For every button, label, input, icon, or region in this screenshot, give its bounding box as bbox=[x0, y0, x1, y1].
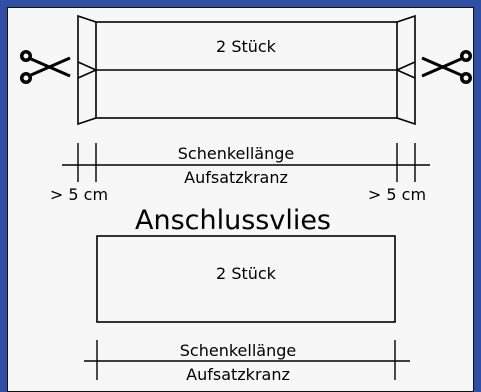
top-dimension-line2: Aufsatzkranz bbox=[184, 168, 288, 187]
bottom-dimension-line bbox=[84, 340, 410, 380]
right-extra-length-label: > 5 cm bbox=[368, 185, 426, 204]
bottom-piece-count-label: 2 Stück bbox=[216, 264, 277, 283]
top-strip bbox=[77, 14, 416, 126]
top-dimension-line1: Schenkellänge bbox=[178, 144, 294, 163]
diagram-panel bbox=[7, 7, 474, 392]
bottom-dimension-line1: Schenkellänge bbox=[180, 341, 296, 360]
scissors-icon bbox=[421, 50, 472, 84]
left-extra-length-label: > 5 cm bbox=[50, 185, 108, 204]
bottom-piece-body bbox=[96, 235, 396, 323]
bottom-dimension-line2: Aufsatzkranz bbox=[186, 365, 290, 384]
section-title: Anschlussvlies bbox=[135, 205, 331, 236]
scissors-icon bbox=[20, 50, 71, 84]
right-fold-flaps bbox=[395, 14, 416, 126]
left-fold-flaps bbox=[77, 14, 98, 126]
top-piece-count-label: 2 Stück bbox=[216, 37, 277, 56]
top-dimension-line bbox=[62, 143, 430, 182]
